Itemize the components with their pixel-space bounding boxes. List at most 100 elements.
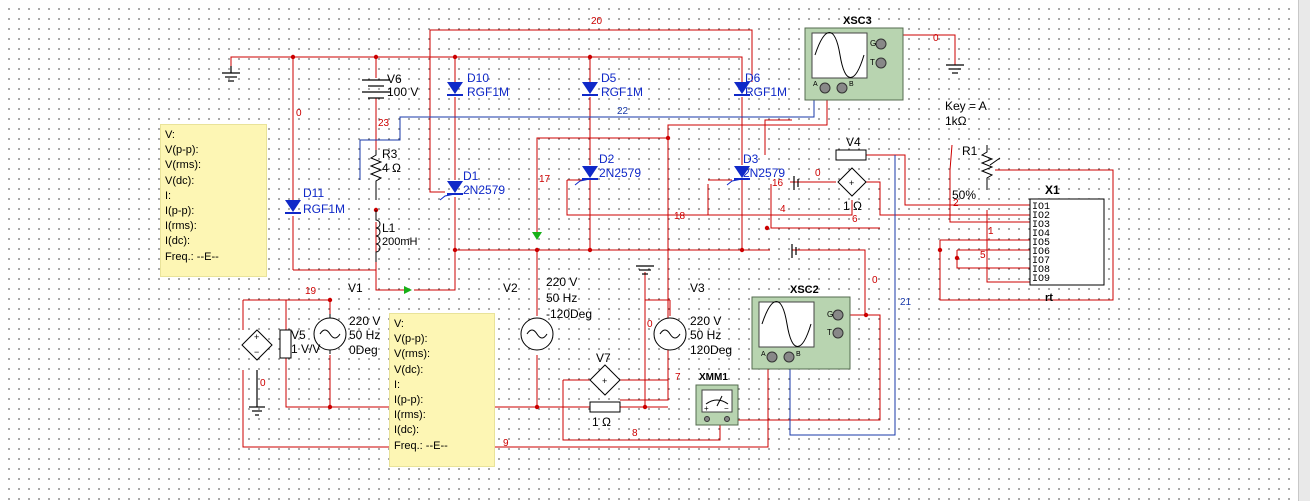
- r1-percent: 50%: [952, 188, 976, 202]
- probe-line: I(rms):: [165, 220, 197, 233]
- v1-name: V1: [348, 281, 363, 295]
- ground-symbols: [222, 64, 964, 416]
- probe-line: I(p-p):: [165, 205, 195, 218]
- r3-name: R3: [382, 147, 398, 161]
- svg-text:5: 5: [980, 250, 986, 261]
- v2-freq: 50 Hz: [546, 291, 577, 305]
- connector-x1[interactable]: [1029, 198, 1105, 286]
- v2-phase: -120Deg: [546, 307, 592, 321]
- xsc2-pin-g: G: [827, 310, 833, 319]
- v5-minus: −: [254, 347, 259, 357]
- net-labels: 20 0 23 22 17 18 16 0 4 6 2 1 5 0 19 0 0…: [260, 16, 994, 449]
- d6-model: RGF1M: [745, 85, 787, 99]
- thyristor-d2[interactable]: [574, 166, 598, 186]
- xsc2-pin-b: B: [796, 351, 801, 358]
- d10-name: D10: [467, 71, 489, 85]
- v7-plus: +: [602, 376, 607, 386]
- canvas-edge: [1298, 0, 1310, 501]
- svg-text:0: 0: [815, 168, 821, 179]
- wires-blue: [359, 95, 896, 436]
- svg-text:0: 0: [260, 378, 266, 389]
- resistor-r3[interactable]: [369, 150, 383, 200]
- svg-text:1: 1: [988, 226, 994, 237]
- svg-text:0: 0: [296, 108, 302, 119]
- d5-model: RGF1M: [601, 85, 643, 99]
- x1-pins: IO1 IO2 IO3 IO4 IO5 IO6 IO7 IO8 IO9: [1032, 202, 1050, 285]
- probe-line: Freq.: --E--: [165, 250, 219, 263]
- potentiometer-wiper-icon: [989, 157, 1001, 166]
- ac-source-v1[interactable]: [313, 314, 347, 354]
- xsc3-pin-t: T: [870, 58, 875, 67]
- d3-model: 2N2579: [743, 166, 785, 180]
- svg-text:22: 22: [617, 106, 629, 117]
- svg-text:21: 21: [900, 297, 912, 308]
- v1-freq: 50 Hz: [349, 328, 380, 342]
- xsc2-name: XSC2: [790, 284, 819, 296]
- v6-value: 100 V: [387, 85, 418, 99]
- v5-value: 1 V/V: [291, 342, 320, 356]
- xsc3-pin-a: A: [813, 81, 818, 88]
- probe-line: V(p-p):: [165, 144, 199, 157]
- probe-panel-left[interactable]: V: V(p-p): V(rms): V(dc): I: I(p-p): I(r…: [160, 124, 267, 277]
- r1-value: 1kΩ: [945, 114, 967, 128]
- probe-line: V(rms):: [165, 159, 202, 172]
- d2-model: 2N2579: [599, 166, 641, 180]
- probe-line: I(p-p):: [394, 394, 424, 407]
- probe-line: V:: [394, 318, 404, 330]
- svg-text:18: 18: [674, 211, 686, 222]
- d10-model: RGF1M: [467, 85, 509, 99]
- probe-line: I:: [165, 189, 172, 202]
- ac-source-v2[interactable]: [520, 317, 554, 351]
- battery-v6[interactable]: [362, 79, 390, 99]
- inductor-l1[interactable]: [375, 210, 381, 262]
- svg-text:8: 8: [632, 428, 638, 439]
- xsc3-pin-g: G: [870, 39, 876, 48]
- xsc2-pin-a: A: [761, 351, 766, 358]
- thyristor-d3[interactable]: [726, 166, 750, 186]
- probe-line: V(dc):: [165, 174, 195, 187]
- d11-name: D11: [303, 186, 324, 200]
- controlled-source-v5[interactable]: [241, 329, 292, 361]
- svg-text:0: 0: [872, 275, 878, 286]
- x1-footer: rt: [1045, 292, 1053, 304]
- d1-model: 2N2579: [463, 183, 505, 197]
- v7-value: 1 Ω: [592, 415, 611, 429]
- probe-panel-bottom[interactable]: V: V(p-p): V(rms): V(dc): I: I(p-p): I(r…: [389, 313, 495, 467]
- multimeter-xmm1[interactable]: [695, 384, 739, 426]
- thyristor-d1[interactable]: [439, 181, 463, 201]
- xmm1-plus: +: [704, 404, 709, 413]
- svg-text:0: 0: [933, 33, 939, 44]
- diode-d5[interactable]: [582, 82, 598, 96]
- diode-d6[interactable]: [734, 82, 750, 96]
- svg-text:20: 20: [591, 16, 603, 27]
- probe-line: I(rms):: [394, 409, 426, 422]
- x1-pin: IO5: [1032, 238, 1050, 249]
- diode-d10[interactable]: [447, 82, 463, 96]
- controlled-source-v4[interactable]: [835, 149, 867, 197]
- x1-pin: IO3: [1032, 220, 1050, 231]
- xsc3-name: XSC3: [843, 15, 872, 27]
- probe-line: I(dc):: [165, 235, 191, 248]
- d3-name: D3: [743, 152, 759, 166]
- oscilloscope-xsc3[interactable]: [804, 27, 904, 101]
- diode-d11[interactable]: [285, 200, 301, 214]
- svg-text:6: 6: [852, 214, 858, 225]
- v3-name: V3: [690, 281, 705, 295]
- v1-phase: 0Deg: [349, 343, 378, 357]
- svg-text:9: 9: [503, 438, 509, 449]
- d1-name: D1: [463, 169, 479, 183]
- ac-source-v3[interactable]: [653, 317, 687, 351]
- potentiometer-r1[interactable]: [980, 145, 994, 190]
- x1-pin: IO4: [1032, 229, 1050, 240]
- probe-line: I(dc):: [394, 424, 420, 437]
- l1-name: L1: [382, 221, 396, 235]
- probe-line: V:: [165, 129, 175, 141]
- v6-name: V6: [387, 72, 402, 86]
- controlled-source-v7[interactable]: [589, 364, 621, 413]
- probe-line: V(rms):: [394, 348, 431, 361]
- oscilloscope-xsc2[interactable]: [751, 296, 851, 370]
- probe-line: I:: [394, 378, 401, 391]
- d5-name: D5: [601, 71, 617, 85]
- x1-pin: IO6: [1032, 247, 1050, 258]
